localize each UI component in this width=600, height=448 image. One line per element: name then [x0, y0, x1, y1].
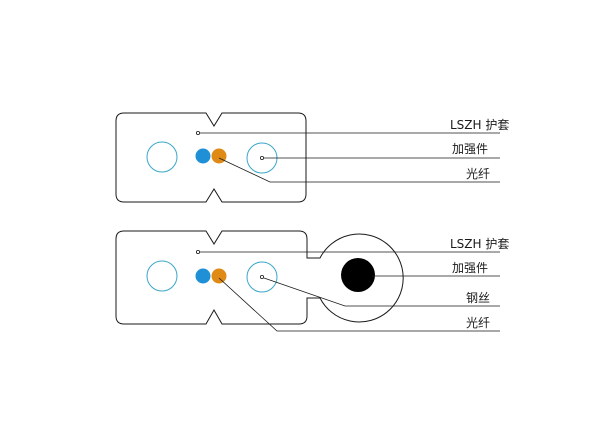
top-label-strength-member: 加强件: [452, 142, 488, 156]
bottom-left-optical-fiber: [146, 260, 178, 292]
steel-wire: [341, 258, 375, 292]
top-jacket-pointer-dot: [195, 130, 200, 135]
bottom-fiber-pointer-dot: [259, 274, 264, 279]
top-cable: LSZH 护套 加强件 光纤: [115, 112, 509, 203]
top-label-jacket: LSZH 护套: [450, 118, 509, 132]
top-left-optical-fiber: [146, 141, 178, 173]
bottom-label-steel-wire: 钢丝: [466, 291, 490, 305]
bottom-label-jacket: LSZH 护套: [450, 237, 509, 251]
bottom-cable-jacket: [115, 230, 404, 325]
bottom-blue-strength-member: [195, 268, 211, 284]
bottom-jacket-pointer-dot: [195, 249, 200, 254]
top-fiber-leader-line: [218, 157, 500, 183]
bottom-label-strength-member: 加强件: [452, 261, 488, 275]
top-orange-strength-member: [211, 148, 227, 164]
bottom-right-optical-fiber: [246, 261, 278, 293]
top-blue-strength-member: [195, 148, 211, 164]
bottom-orange-strength-member: [211, 268, 227, 284]
bottom-fiber-leader-line: [218, 277, 500, 332]
bottom-cable: LSZH 护套 加强件 钢丝 光纤: [115, 230, 509, 332]
top-label-fiber: 光纤: [466, 167, 490, 181]
top-fiber-pointer-dot: [259, 155, 264, 160]
top-cable-jacket: [115, 112, 307, 203]
bottom-steel-leader-line: [263, 277, 500, 307]
bottom-label-fiber: 光纤: [466, 316, 490, 330]
